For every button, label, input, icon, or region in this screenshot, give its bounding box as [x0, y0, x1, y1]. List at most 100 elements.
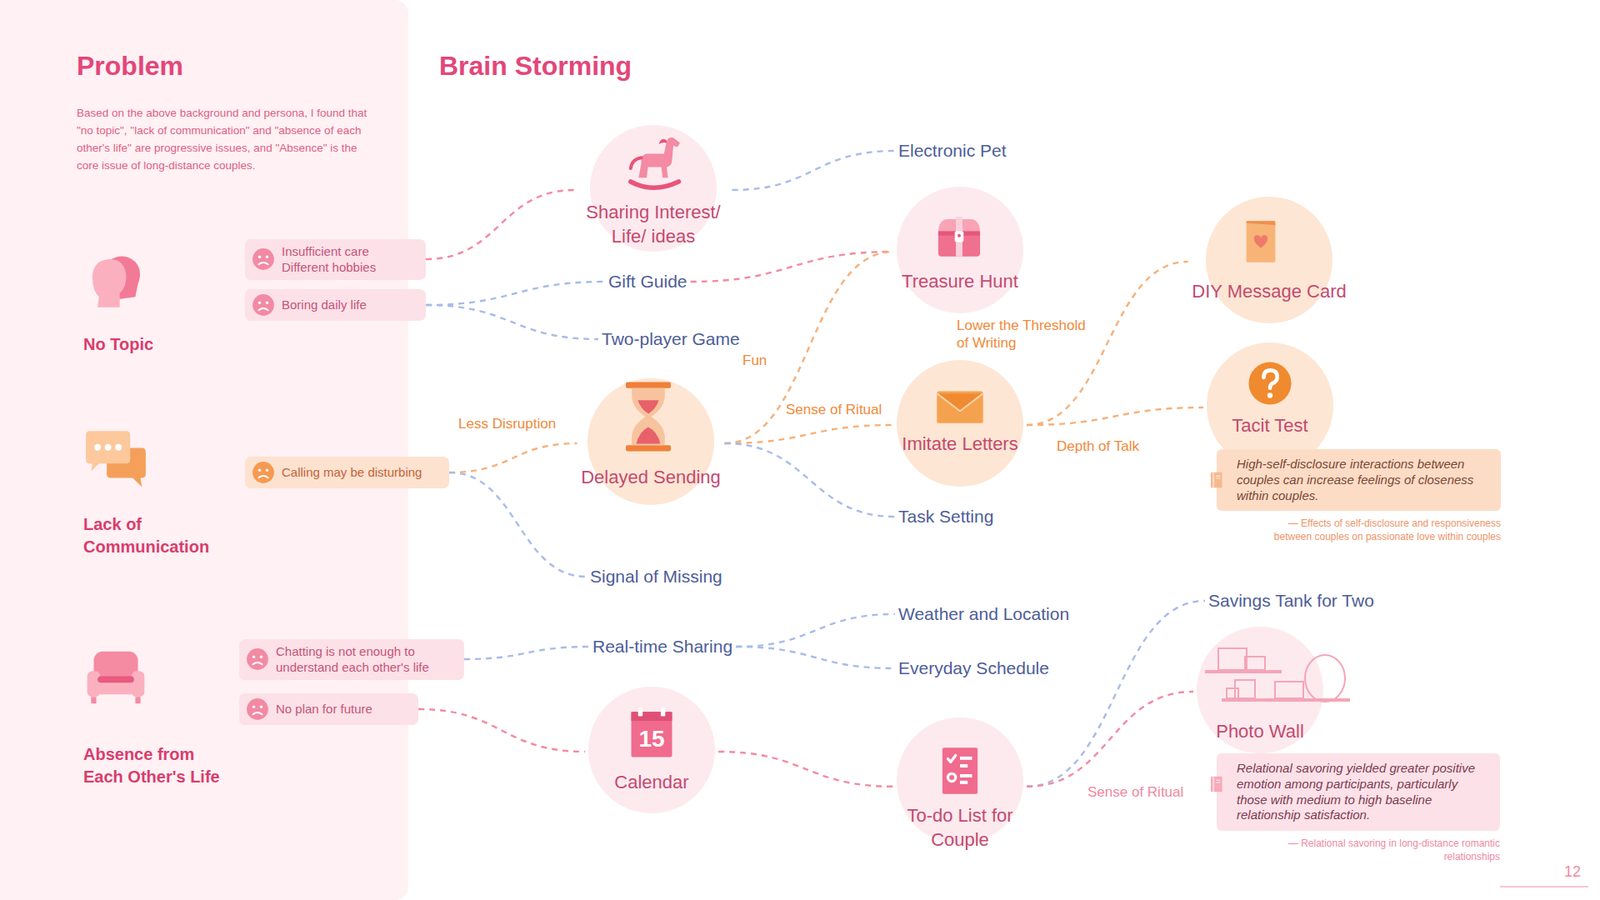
dashed-connector: [1026, 691, 1194, 787]
idea-text: Real-time Sharing: [589, 634, 736, 660]
idea-circle: Treasure Hunt: [893, 186, 1027, 317]
dashed-connector: [418, 709, 585, 752]
pain-point-text: Insufficient care Different hobbies: [281, 243, 399, 276]
edge-label-wrap: Lower the Threshold of Writing: [954, 316, 1096, 353]
idea-label: Real-time Sharing: [592, 635, 733, 658]
problem-item: Absence from Each Other's Life: [83, 645, 238, 789]
idea-label: Electronic Pet: [898, 140, 1007, 162]
dashed-connector: [449, 443, 578, 473]
pain-point-pill: Insufficient care Different hobbies: [245, 239, 426, 280]
idea-label: Delayed Sending: [580, 465, 722, 490]
pain-point-text: Boring daily life: [281, 296, 418, 314]
idea-icon: [932, 379, 988, 435]
idea-label: Photo Wall: [1215, 720, 1305, 745]
panel-heading: Problem: [76, 50, 409, 82]
diagram-title: Brain Storming: [439, 50, 632, 82]
edge-label: Depth of Talk: [1054, 437, 1142, 455]
dashed-connector: [464, 646, 590, 660]
dashed-connector: [718, 751, 894, 787]
edge-label: Sense of Ritual: [783, 400, 885, 419]
dashed-connector: [425, 305, 599, 340]
quote-text: Relational savoring yielded greater posi…: [1236, 760, 1490, 824]
idea-label: Task Setting: [898, 505, 994, 528]
idea-circle: Delayed Sending: [577, 378, 725, 509]
idea-label: Treasure Hunt: [901, 270, 1020, 295]
idea-label: Weather and Location: [898, 603, 1070, 625]
idea-text: Task Setting: [895, 504, 997, 530]
dashed-connector: [735, 646, 895, 669]
dashed-connector: [725, 425, 895, 444]
problem-item: No Topic: [83, 247, 238, 356]
idea-label: Imitate Letters: [901, 432, 1020, 457]
dashed-connector: [725, 443, 896, 517]
pain-point-text: Chatting is not enough to understand eac…: [275, 643, 456, 676]
sad-face-icon: [245, 647, 270, 671]
edge-label-wrap: Sense of Ritual: [1085, 783, 1186, 801]
calendar-date: 15: [635, 725, 669, 753]
idea-icon: [610, 379, 686, 455]
dashed-connector: [1026, 600, 1205, 787]
problem-icon: [83, 425, 149, 491]
dashed-connector: [449, 472, 587, 577]
photo-wall-illustration: [1201, 643, 1352, 719]
idea-icon: [620, 128, 687, 195]
idea-circle-shape: [896, 360, 1024, 487]
idea-icon: [1245, 359, 1295, 408]
idea-label: Signal of Missing: [590, 565, 723, 588]
sad-face-icon: [251, 293, 275, 317]
quote-text: High-self-disclosure interactions betwee…: [1236, 456, 1491, 504]
edge-label: Sense of Ritual: [1085, 783, 1186, 801]
dashed-connector: [735, 614, 895, 647]
idea-text: Weather and Location: [895, 601, 1073, 627]
edge-label-wrap: Fun: [740, 351, 770, 370]
idea-circle: DIY Message Card: [1188, 196, 1351, 327]
idea-text: Savings Tank for Two: [1205, 588, 1378, 614]
idea-label: Two-player Game: [601, 328, 740, 350]
dashed-connector: [1026, 407, 1204, 425]
edge-label-wrap: Less Disruption: [455, 415, 559, 433]
edge-label: Less Disruption: [455, 415, 559, 433]
idea-circle: Imitate Letters: [893, 360, 1027, 490]
sad-face-icon: [251, 460, 275, 485]
idea-text: Two-player Game: [598, 326, 744, 352]
quote-panel: Relational savoring yielded greater posi…: [1216, 753, 1500, 831]
problem-label: Absence from Each Other's Life: [83, 645, 238, 789]
problem-panel: ProblemBased on the above background and…: [0, 0, 409, 900]
dashed-connector: [725, 251, 895, 444]
edge-label-wrap: Depth of Talk: [1054, 437, 1142, 455]
page-rule: [1500, 885, 1589, 888]
dashed-connector: [732, 150, 896, 190]
problem-icon: [83, 645, 149, 710]
idea-label: Gift Guide: [608, 270, 688, 293]
pain-point-pill: Boring daily life: [245, 289, 426, 321]
dashed-connector: [425, 281, 605, 305]
problem-label: No Topic: [83, 247, 238, 356]
book-icon: [1207, 469, 1226, 491]
dashed-connector: [425, 190, 575, 260]
quote-citation: — Relational savoring in long-distance r…: [1216, 837, 1500, 864]
book-icon: [1207, 773, 1226, 795]
idea-text: Everyday Schedule: [895, 655, 1053, 681]
idea-label: Everyday Schedule: [898, 657, 1050, 680]
idea-circle: Photo Wall: [1193, 626, 1327, 757]
pain-point-pill: Calling may be disturbing: [245, 456, 450, 489]
idea-icon: [1235, 215, 1287, 268]
idea-label: Savings Tank for Two: [1208, 590, 1375, 612]
quote-box: Relational savoring yielded greater posi…: [1216, 753, 1500, 864]
pain-point-pill: No plan for future: [239, 693, 419, 725]
title-wrap: Brain Storming: [439, 50, 632, 82]
problem-item: Lack of Communication: [83, 425, 238, 559]
edge-label-wrap: Sense of Ritual: [783, 400, 885, 419]
edge-label: Lower the Threshold of Writing: [954, 316, 1096, 353]
idea-label: Calendar: [614, 770, 690, 795]
idea-label: Sharing Interest/ Life/ ideas: [578, 200, 730, 249]
idea-circle: To-do List for Couple: [893, 717, 1027, 856]
idea-label: Tacit Test: [1231, 414, 1310, 439]
dashed-connector: [690, 251, 894, 282]
idea-circle: Sharing Interest/ Life/ ideas: [575, 125, 733, 255]
sad-face-icon: [245, 697, 270, 721]
label-wrap: 15: [635, 725, 669, 753]
pain-point-pill: Chatting is not enough to understand eac…: [239, 639, 465, 680]
